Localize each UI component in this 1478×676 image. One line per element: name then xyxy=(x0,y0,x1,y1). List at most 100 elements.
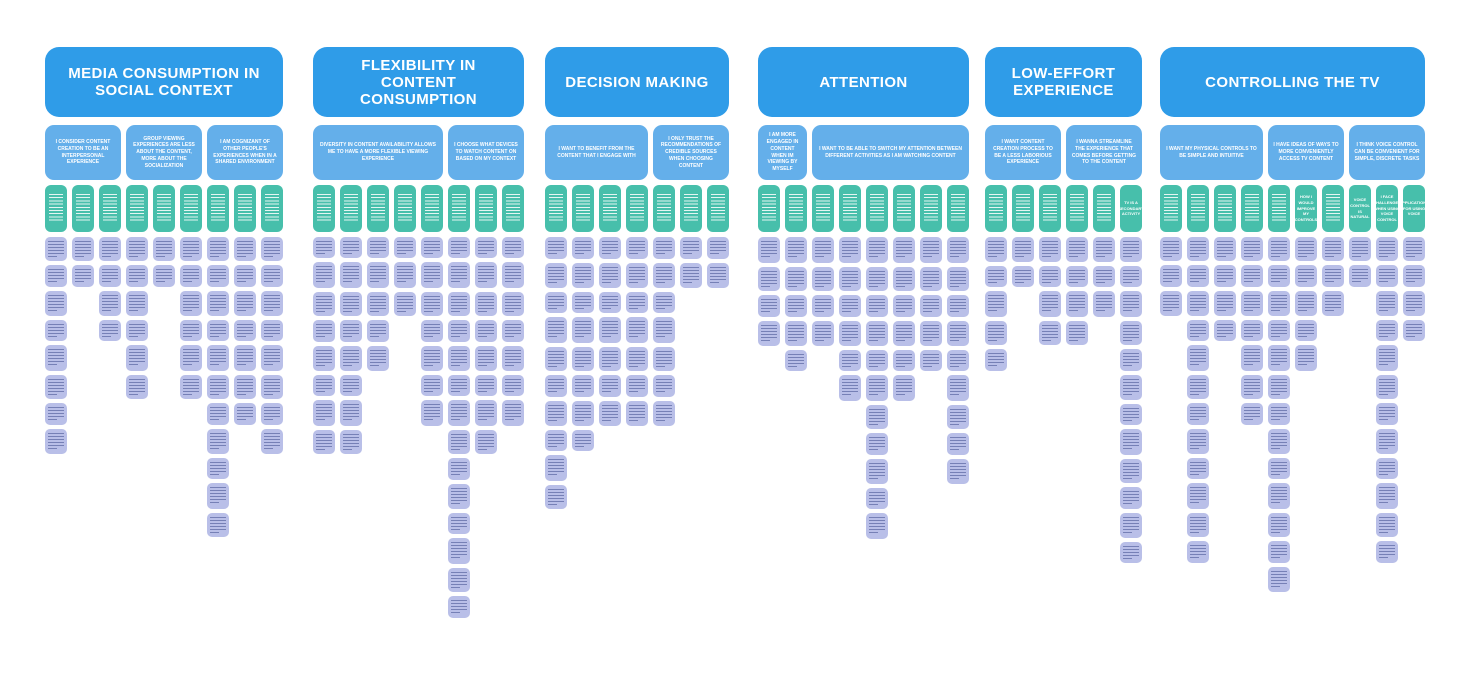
sticky-note[interactable] xyxy=(707,237,729,259)
sticky-note[interactable] xyxy=(234,403,256,425)
sticky-note[interactable] xyxy=(920,267,942,291)
sticky-note[interactable] xyxy=(1268,265,1290,287)
category-card[interactable] xyxy=(653,185,675,232)
sticky-note[interactable] xyxy=(545,401,567,426)
subtheme-card[interactable]: I ONLY TRUST THE RECOMMENDATIONS OF CRED… xyxy=(653,125,729,180)
sticky-note[interactable] xyxy=(947,237,969,263)
sticky-note[interactable] xyxy=(866,488,888,509)
sticky-note[interactable] xyxy=(313,320,335,342)
sticky-note[interactable] xyxy=(421,400,443,426)
sticky-note[interactable] xyxy=(313,262,335,288)
category-card[interactable] xyxy=(1268,185,1290,232)
sticky-note[interactable] xyxy=(502,400,524,426)
sticky-note[interactable] xyxy=(572,401,594,426)
sticky-note[interactable] xyxy=(261,291,283,316)
sticky-note[interactable] xyxy=(599,317,621,343)
sticky-note[interactable] xyxy=(947,267,969,291)
sticky-note[interactable] xyxy=(502,292,524,316)
sticky-note[interactable] xyxy=(45,375,67,399)
sticky-note[interactable] xyxy=(866,375,888,401)
sticky-note[interactable] xyxy=(207,345,229,371)
sticky-note[interactable] xyxy=(99,320,121,341)
sticky-note[interactable] xyxy=(475,320,497,342)
sticky-note[interactable] xyxy=(812,267,834,291)
sticky-note[interactable] xyxy=(261,429,283,454)
category-card[interactable] xyxy=(947,185,969,232)
sticky-note[interactable] xyxy=(1012,266,1034,287)
sticky-note[interactable] xyxy=(1403,320,1425,341)
category-card[interactable] xyxy=(261,185,283,232)
sticky-note[interactable] xyxy=(947,295,969,317)
sticky-note[interactable] xyxy=(812,321,834,346)
sticky-note[interactable] xyxy=(99,291,121,316)
sticky-note[interactable] xyxy=(1120,429,1142,455)
category-card[interactable] xyxy=(680,185,702,232)
subtheme-card[interactable]: I THINK VOICE CONTROL CAN BE CONVENIENT … xyxy=(1349,125,1425,180)
sticky-note[interactable] xyxy=(394,262,416,288)
sticky-note[interactable] xyxy=(1160,291,1182,316)
sticky-note[interactable] xyxy=(126,320,148,341)
sticky-note[interactable] xyxy=(207,320,229,341)
sticky-note[interactable] xyxy=(893,350,915,371)
category-card[interactable] xyxy=(1214,185,1236,232)
sticky-note[interactable] xyxy=(1241,291,1263,316)
sticky-note[interactable] xyxy=(985,321,1007,345)
sticky-note[interactable] xyxy=(785,350,807,371)
group-header-decision-making[interactable]: DECISION MAKING xyxy=(545,47,729,117)
sticky-note[interactable] xyxy=(261,403,283,425)
sticky-note[interactable] xyxy=(572,263,594,288)
sticky-note[interactable] xyxy=(1376,403,1398,425)
sticky-note[interactable] xyxy=(126,375,148,399)
sticky-note[interactable] xyxy=(920,295,942,317)
sticky-note[interactable] xyxy=(153,237,175,261)
sticky-note[interactable] xyxy=(313,292,335,316)
sticky-note[interactable] xyxy=(947,350,969,371)
category-card[interactable] xyxy=(153,185,175,232)
sticky-note[interactable] xyxy=(475,400,497,426)
sticky-note[interactable] xyxy=(502,320,524,342)
sticky-note[interactable] xyxy=(545,237,567,259)
sticky-note[interactable] xyxy=(866,267,888,291)
sticky-note[interactable] xyxy=(313,375,335,396)
sticky-note[interactable] xyxy=(1120,349,1142,371)
sticky-note[interactable] xyxy=(261,237,283,261)
sticky-note[interactable] xyxy=(1214,320,1236,341)
category-card[interactable] xyxy=(893,185,915,232)
sticky-note[interactable] xyxy=(680,237,702,259)
sticky-note[interactable] xyxy=(394,237,416,258)
sticky-note[interactable] xyxy=(45,320,67,341)
sticky-note[interactable] xyxy=(1376,483,1398,509)
category-card[interactable] xyxy=(502,185,524,232)
sticky-note[interactable] xyxy=(839,321,861,346)
sticky-note[interactable] xyxy=(448,320,470,342)
sticky-note[interactable] xyxy=(261,320,283,341)
sticky-note[interactable] xyxy=(947,405,969,429)
category-card[interactable] xyxy=(839,185,861,232)
sticky-note[interactable] xyxy=(920,321,942,346)
sticky-note[interactable] xyxy=(866,237,888,263)
sticky-note[interactable] xyxy=(1268,429,1290,454)
category-card[interactable] xyxy=(1012,185,1034,232)
sticky-note[interactable] xyxy=(893,267,915,291)
sticky-note[interactable] xyxy=(653,375,675,397)
sticky-note[interactable] xyxy=(758,237,780,263)
subtheme-card[interactable]: I WANNA STREAMLINE THE EXPERIENCE THAT C… xyxy=(1066,125,1142,180)
sticky-note[interactable] xyxy=(1160,265,1182,287)
sticky-note[interactable] xyxy=(785,295,807,317)
sticky-note[interactable] xyxy=(839,375,861,401)
sticky-note[interactable] xyxy=(1187,513,1209,537)
sticky-note[interactable] xyxy=(545,485,567,509)
sticky-note[interactable] xyxy=(1376,320,1398,341)
sticky-note[interactable] xyxy=(1093,266,1115,287)
sticky-note[interactable] xyxy=(502,237,524,258)
sticky-note[interactable] xyxy=(839,267,861,291)
sticky-note[interactable] xyxy=(1268,237,1290,261)
sticky-note[interactable] xyxy=(653,237,675,259)
sticky-note[interactable] xyxy=(367,237,389,258)
category-card[interactable] xyxy=(45,185,67,232)
sticky-note[interactable] xyxy=(475,237,497,258)
sticky-note[interactable] xyxy=(448,346,470,371)
subtheme-card[interactable]: I HAVE IDEAS OF WAYS TO MORE CONVENIENTL… xyxy=(1268,125,1344,180)
sticky-note[interactable] xyxy=(1268,375,1290,399)
sticky-note[interactable] xyxy=(448,596,470,618)
